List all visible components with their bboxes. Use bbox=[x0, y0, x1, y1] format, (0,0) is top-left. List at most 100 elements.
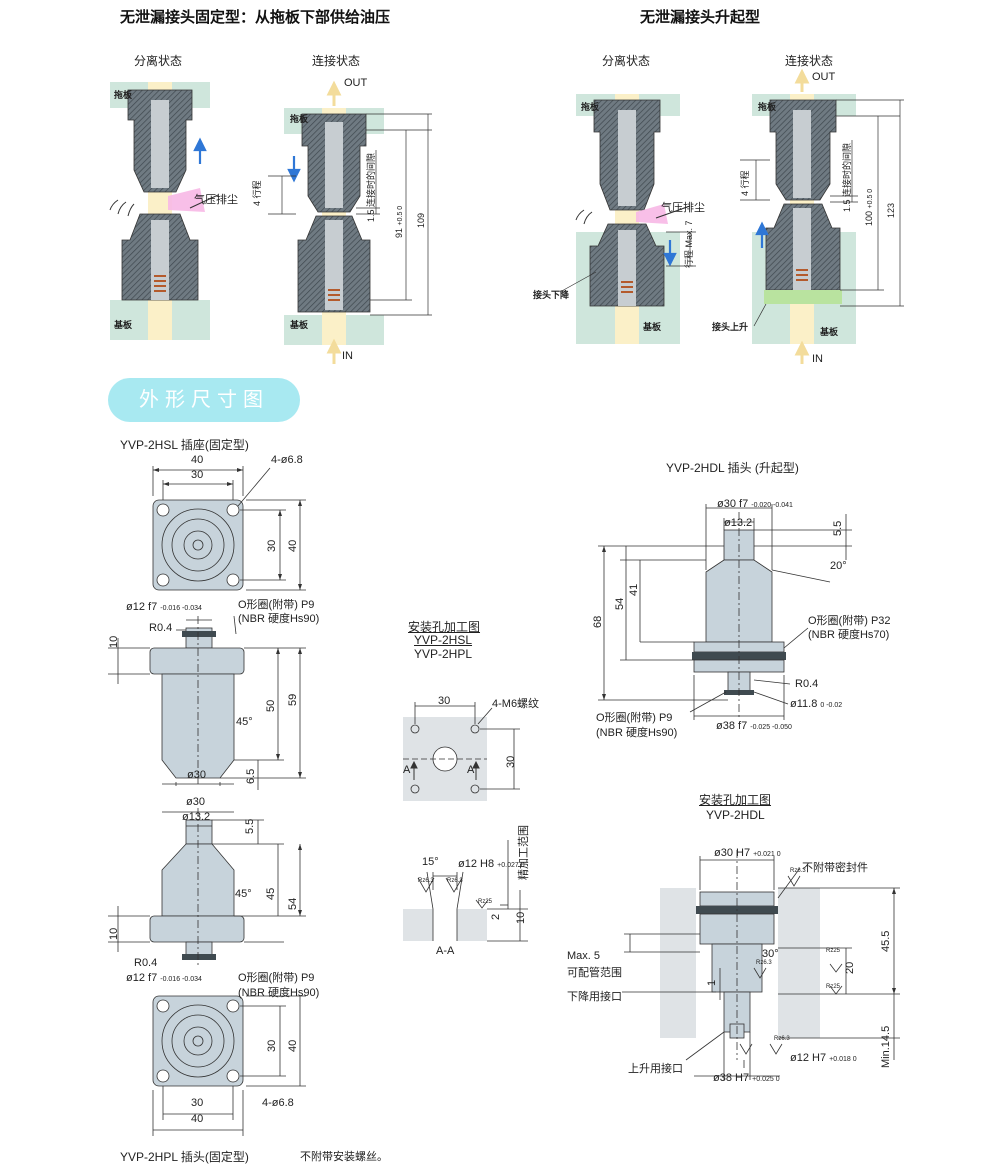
label-stroke-max: 行程 Max. 7 bbox=[684, 220, 694, 268]
label-out-2: OUT bbox=[812, 71, 836, 83]
hole-hdl-max5: Max. 5 bbox=[567, 950, 601, 962]
hpl-nbr: (NBR 硬度Hs90) bbox=[238, 987, 320, 999]
label-tuoban-3: 拖板 bbox=[581, 102, 600, 112]
label-tuoban-2: 拖板 bbox=[290, 114, 309, 124]
hole-hdl-down-port: 下降用接口 bbox=[567, 991, 622, 1003]
section-mark-a-right: A bbox=[467, 764, 475, 776]
hdl-oring-p9: O形圈(附带) P9 bbox=[596, 712, 673, 724]
hole-hdl-rz25-b: Rz25 bbox=[826, 984, 841, 990]
hole-hdl-dim-20: 20 bbox=[844, 961, 856, 974]
hsl-holes: 4-ø6.8 bbox=[271, 454, 303, 466]
hole-hdl-title: 安装孔加工图 bbox=[699, 793, 772, 807]
hsl-angle-45: 45° bbox=[236, 716, 253, 728]
hole-hsl-angle-15: 15° bbox=[422, 856, 439, 868]
section-mark-a-left: A bbox=[403, 764, 411, 776]
hsl-oring: O形圈(附带) P9 bbox=[238, 599, 315, 611]
hsl-dim-d30: ø30 bbox=[187, 769, 206, 781]
hpl-h40: 40 bbox=[191, 1113, 204, 1125]
label-air-purge-2: 气压排尘 bbox=[661, 202, 705, 214]
hdl-dim-55: 5.5 bbox=[832, 520, 844, 536]
hpl-note: 不附带安装螺丝。 bbox=[300, 1151, 388, 1163]
hole-hdl-h12: ø12 H7 +0.018 0 bbox=[790, 1052, 857, 1064]
label-out-1: OUT bbox=[344, 77, 368, 89]
diagram-left-connected bbox=[268, 80, 432, 364]
hole-hsl-model-1: YVP-2HSL bbox=[414, 633, 473, 647]
hole-hsl-m6: 4-M6螺纹 bbox=[492, 698, 540, 710]
left-connected-label: 连接状态 bbox=[312, 54, 361, 68]
left-section-title: 无泄漏接头固定型：从拖板下部供给油压 bbox=[120, 9, 391, 26]
hole-hdl-up-port: 上升用接口 bbox=[628, 1063, 683, 1075]
hole-hdl-h38: ø38 H7 +0.025 0 bbox=[713, 1072, 780, 1084]
hpl-r04: R0.4 bbox=[134, 957, 158, 969]
hdl-title: YVP-2HDL 插头 (升起型) bbox=[666, 461, 799, 475]
label-jiban-3: 基板 bbox=[643, 322, 662, 332]
hsl-dim-10: 10 bbox=[108, 635, 120, 648]
hdl-r04: R0.4 bbox=[795, 678, 819, 690]
hdl-nbr90: (NBR 硬度Hs90) bbox=[596, 727, 678, 739]
hole-hsl-dim-2: 2 bbox=[490, 913, 502, 920]
hole-hsl-title: 安装孔加工图 bbox=[408, 620, 481, 634]
label-in-1: IN bbox=[342, 350, 353, 362]
hsl-nbr: (NBR 硬度Hs90) bbox=[238, 613, 320, 625]
dim-109: 109 bbox=[416, 212, 426, 228]
hdl-dim-54: 54 bbox=[614, 597, 626, 610]
hsl-dim-50: 50 bbox=[265, 699, 277, 712]
hole-hdl-rz63-b: Rz6.3 bbox=[756, 960, 772, 966]
hole-hsl-h8: ø12 H8 +0.027 0 bbox=[458, 858, 525, 870]
hsl-r04: R0.4 bbox=[149, 622, 173, 634]
hpl-dim-55: 5.5 bbox=[244, 818, 256, 834]
hsl-dim-59: 59 bbox=[287, 693, 299, 706]
hpl-v30: 30 bbox=[266, 1039, 278, 1052]
hole-hdl-no-seal: 不附带密封件 bbox=[802, 862, 868, 874]
hpl-v40: 40 bbox=[287, 1039, 299, 1052]
hole-hdl-rz25-a: Rz25 bbox=[826, 948, 841, 954]
right-connected-label: 连接状态 bbox=[785, 54, 834, 68]
hpl-holes: 4-ø6.8 bbox=[262, 1097, 294, 1109]
hole-hdl-min145: Min.14.5 bbox=[880, 1025, 892, 1068]
hole-hsl-dim-30: 30 bbox=[438, 695, 451, 707]
operation-diagrams bbox=[109, 68, 904, 364]
hsl-dim-30: 30 bbox=[191, 469, 204, 481]
hpl-shaft: ø12 f7 -0.016 -0.034 bbox=[126, 972, 202, 984]
hole-hdl-dim-455: 45.5 bbox=[880, 930, 892, 952]
hole-hsl-model-2: YVP-2HPL bbox=[414, 647, 473, 661]
hole-hdl-rz63-c: Rz6.3 bbox=[774, 1036, 790, 1042]
hole-hsl-dim-10: 10 bbox=[515, 911, 527, 924]
label-gap-1: 1.5 连接时的间隙 bbox=[366, 152, 376, 222]
hsl-title: YVP-2HSL 插座(固定型) bbox=[120, 438, 249, 452]
hole-hdl-dim-1: 1 bbox=[706, 979, 718, 986]
hole-hdl-h7: ø30 H7 +0.021 0 bbox=[714, 847, 781, 859]
hpl-title: YVP-2HPL 插头(固定型) bbox=[120, 1150, 249, 1164]
label-in-2: IN bbox=[812, 353, 823, 365]
right-separated-label: 分离状态 bbox=[602, 54, 651, 68]
hdl-oring-p32: O形圈(附带) P32 bbox=[808, 615, 891, 627]
label-jiban-2: 基板 bbox=[290, 320, 309, 330]
left-separated-label: 分离状态 bbox=[134, 54, 183, 68]
section-aa-label: A-A bbox=[436, 945, 455, 957]
hole-hdl-rz63-a: Rz6.3 bbox=[790, 868, 806, 874]
dim-91: 91 +0.5 0 bbox=[394, 205, 404, 238]
hole-hdl-model: YVP-2HDL bbox=[706, 808, 765, 822]
hole-hsl-rz25: Rz25 bbox=[478, 899, 493, 905]
hpl-dim-d132: ø13.2 bbox=[182, 811, 211, 823]
hpl-dim-45: 45 bbox=[265, 887, 277, 900]
hsl-dim-65: 6.5 bbox=[245, 768, 257, 784]
hdl-dim-d30: ø30 f7 -0.020 -0.041 bbox=[717, 498, 793, 510]
right-section-title: 无泄漏接头升起型 bbox=[640, 9, 761, 26]
hsl-v40: 40 bbox=[287, 539, 299, 552]
hdl-nbr70: (NBR 硬度Hs70) bbox=[808, 629, 890, 641]
diagram-left-separated bbox=[109, 82, 219, 340]
hole-hsl-v30: 30 bbox=[505, 755, 517, 768]
hdl-dim-68: 68 bbox=[592, 615, 604, 628]
dim-100: 100 +0.5 0 bbox=[864, 188, 874, 226]
hpl-dim-54: 54 bbox=[287, 897, 299, 910]
section-badge-dimensions: 外形尺寸图 bbox=[108, 378, 300, 422]
label-tuoban-4: 拖板 bbox=[758, 102, 777, 112]
hole-hsl-rz63-left: Rz6.3 bbox=[418, 878, 434, 884]
dim-123: 123 bbox=[886, 202, 896, 218]
hpl-oring: O形圈(附带) P9 bbox=[238, 972, 315, 984]
hsl-v30: 30 bbox=[266, 539, 278, 552]
label-gap-2: 1.5 连接时的间隙 bbox=[842, 142, 852, 212]
hole-hsl-finish-range: 精加工范围 bbox=[518, 825, 530, 880]
hpl-h30: 30 bbox=[191, 1097, 204, 1109]
